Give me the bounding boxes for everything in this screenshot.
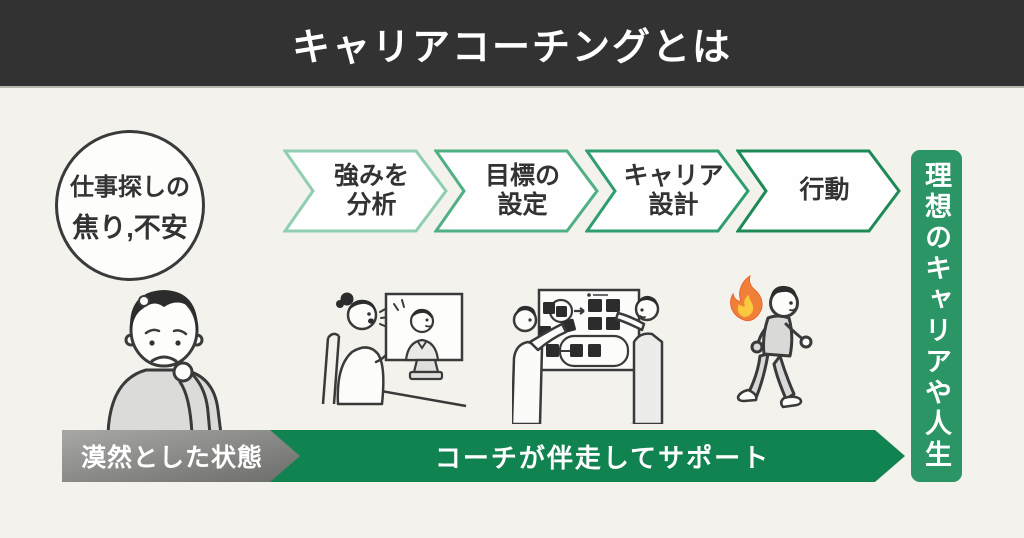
worried-person-drawing	[106, 290, 223, 436]
chevron-shape-1	[283, 149, 448, 233]
step2-line1: 目標の	[484, 161, 560, 190]
chevron-border-1	[283, 149, 448, 233]
before-state-label: 漠然とした状態	[80, 444, 263, 472]
whiteboard-drawing	[510, 288, 664, 426]
whiteboard-planning-illustration	[510, 282, 664, 429]
chevron-shape-2	[434, 149, 599, 233]
step2-line2: 設定	[497, 191, 548, 219]
support-arrow-shape	[270, 430, 905, 482]
goal-bar: 理想のキャリアや人生	[911, 150, 962, 482]
step-label-4: 行動	[736, 149, 901, 233]
before-state-arrow-shape	[62, 430, 300, 482]
thought-bubble-dot	[138, 295, 150, 307]
page-title: キャリアコーチングとは	[291, 26, 732, 69]
step-analyze-strengths: 強みを 分析	[283, 149, 448, 233]
chevron-shape-4	[736, 149, 901, 233]
chevron-border-3	[585, 149, 750, 233]
step1-line2: 分析	[346, 191, 397, 219]
chevron-border-2	[434, 149, 599, 233]
walking-person-with-fire-illustration	[716, 272, 828, 433]
step-label-2: 目標の 設定	[434, 149, 599, 233]
video-call-coaching-illustration	[318, 288, 468, 415]
step-action: 行動	[736, 149, 901, 233]
goal-bar-text: 理想のキャリアや人生	[921, 161, 951, 471]
fire-icon	[730, 274, 763, 322]
chevron-shape-3	[585, 149, 750, 233]
step-label-3: キャリア 設計	[585, 149, 750, 233]
thought-bubble: 仕事探しの 焦り,不安	[55, 130, 205, 281]
video-call-drawing	[321, 292, 467, 408]
before-state-arrow: 漠然とした状態	[62, 430, 300, 482]
step3-line1: キャリア	[623, 161, 724, 190]
step1-line1: 強みを	[333, 161, 409, 190]
support-arrow-label: コーチが伴走してサポート	[434, 442, 771, 473]
header-bar: キャリアコーチングとは	[0, 0, 1024, 88]
walking-person-drawing	[730, 274, 813, 409]
bubble-text-line1: 仕事探しの	[70, 173, 190, 201]
support-arrow: コーチが伴走してサポート	[270, 430, 905, 482]
step-goal-setting: 目標の 設定	[434, 149, 599, 233]
bubble-text-line2: 焦り,不安	[72, 212, 188, 243]
worried-person-illustration	[88, 276, 248, 439]
step4-line1: 行動	[799, 176, 850, 205]
step-label-1: 強みを 分析	[283, 149, 448, 233]
chevron-border-4	[736, 149, 901, 233]
step3-line2: 設計	[648, 191, 699, 219]
step-career-design: キャリア 設計	[585, 149, 750, 233]
